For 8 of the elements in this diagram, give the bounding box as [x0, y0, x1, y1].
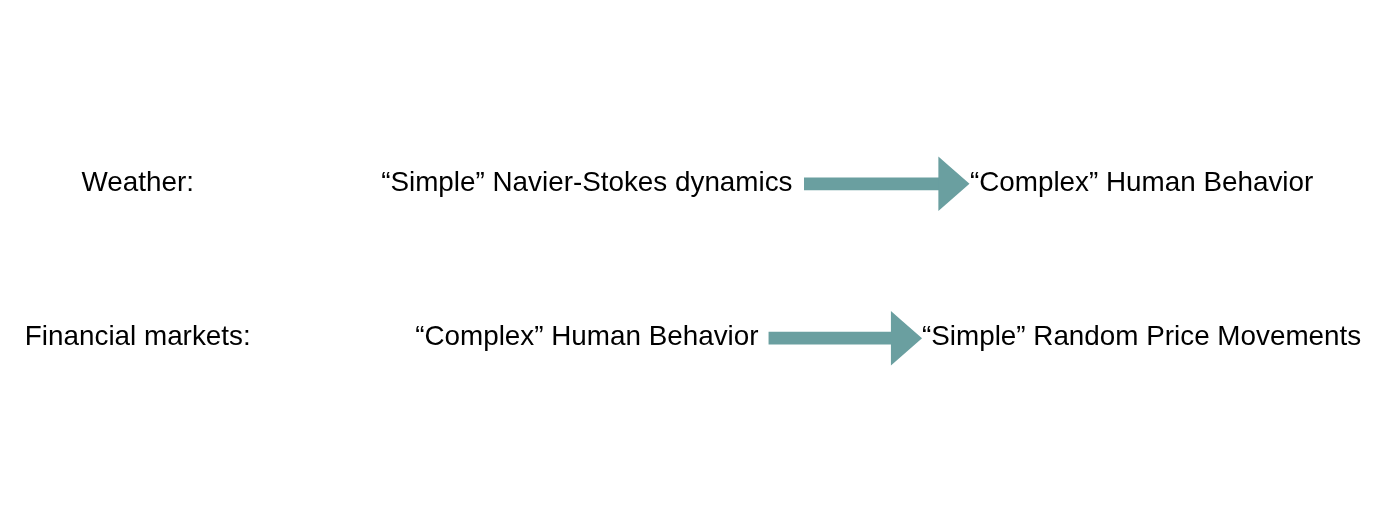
- arrow: [768, 310, 923, 365]
- node-text: “Complex” Human Behavior: [415, 319, 759, 351]
- node-text: “Complex” Human Behavior: [969, 165, 1314, 197]
- label: Weather:: [81, 165, 194, 197]
- label: Financial markets:: [24, 319, 251, 351]
- node-text: “Simple” Random Price Movements: [921, 319, 1362, 351]
- arrow: [804, 156, 970, 211]
- node-text: “Simple” Navier-Stokes dynamics: [381, 165, 793, 197]
